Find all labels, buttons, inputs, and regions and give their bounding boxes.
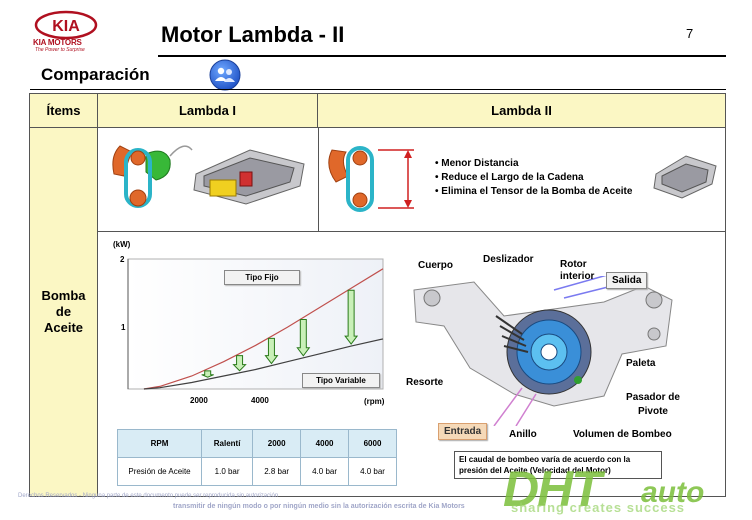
header-lambda-2: Lambda II [318, 94, 725, 128]
item-cell: Bomba de Aceite [30, 128, 98, 496]
table-cell: Presión de Aceite [117, 457, 202, 486]
benefit-item: Elimina el Tensor de la Bomba de Aceite [435, 185, 632, 199]
table-cell: RPM [117, 429, 202, 458]
header-items: Ítems [30, 94, 98, 128]
label-anillo: Anillo [509, 429, 537, 440]
people-icon [209, 59, 241, 91]
section-divider [30, 89, 726, 90]
savings-arrow [344, 289, 359, 345]
watermark-brand: auto [641, 476, 705, 509]
table-cell: 4000 [300, 429, 350, 458]
pump-note: El caudal de bombeo varía de acuerdo con… [454, 451, 662, 479]
oil-pressure-table: RPM Ralentí 2000 4000 6000 Presión de Ac… [117, 429, 397, 486]
lambda2-benefits-list: Menor Distancia Reduce el Largo de la Ca… [435, 157, 632, 199]
page-title: Motor Lambda - II [161, 22, 345, 47]
series-line-tipo-fijo [143, 268, 384, 390]
lambda1-chain-illustration [112, 145, 193, 208]
table-cell: 1.0 bar [200, 457, 254, 486]
label-deslizador: Deslizador [483, 254, 534, 265]
page-number: 7 [686, 26, 694, 41]
oil-pump-diagram [413, 276, 673, 426]
watermark-logo: DHT [503, 461, 602, 517]
engine-images-row: Menor Distancia Reduce el Largo de la Ca… [98, 128, 725, 232]
savings-arrow [264, 337, 279, 365]
label-pasador-de-pivote: Pasador de Pivote [626, 392, 680, 417]
benefit-item: Reduce el Largo de la Cadena [435, 171, 632, 185]
table-cell: Ralentí [200, 429, 254, 458]
comparison-table: Ítems Lambda I Lambda II Bomba de Aceite [29, 93, 726, 497]
kia-tagline: The Power to Surprise [35, 47, 85, 53]
label-cuerpo: Cuerpo [418, 260, 453, 271]
series-label-tipo-variable: Tipo Variable [302, 373, 380, 388]
label-entrada: Entrada [438, 423, 488, 440]
chart-x-tick: 2000 [190, 396, 208, 405]
kia-logo: KIA [34, 10, 98, 54]
benefit-item: Menor Distancia [435, 157, 632, 171]
svg-text:KIA: KIA [52, 18, 80, 35]
series-label-tipo-fijo: Tipo Fijo [224, 270, 300, 285]
chart-y-tick: 1 [121, 323, 126, 332]
footer-rights: transmitir de ningún modo o por ningún m… [173, 503, 465, 510]
lambda1-oil-pan-illustration [193, 149, 305, 205]
item-label: Bomba de Aceite [41, 288, 86, 335]
savings-arrow [296, 319, 311, 357]
savings-arrow [201, 370, 214, 378]
chart-y-axis-label: (kW) [113, 240, 131, 249]
label-paleta: Paleta [626, 358, 656, 369]
header-divider [158, 55, 726, 57]
label-volumen-de-bombeo: Volumen de Bombeo [573, 429, 672, 440]
label-resorte: Resorte [406, 377, 444, 388]
table-row: RPM Ralentí 2000 4000 6000 [117, 429, 397, 458]
lambda2-chain-illustration [328, 146, 414, 212]
savings-arrow [232, 355, 247, 372]
table-cell: 4.0 bar [348, 457, 397, 486]
table-cell: 2.8 bar [252, 457, 302, 486]
label-salida: Salida [606, 272, 648, 289]
chart-x-tick: 4000 [251, 396, 269, 405]
table-cell: 2000 [252, 429, 302, 458]
table-row: Presión de Aceite 1.0 bar 2.8 bar 4.0 ba… [117, 457, 397, 486]
table-cell: 4.0 bar [300, 457, 350, 486]
section-title: Comparación [41, 65, 150, 84]
watermark-tagline: sharing creates success [511, 500, 686, 515]
header-lambda-1: Lambda I [98, 94, 318, 128]
column-divider [318, 128, 319, 232]
footer-copyright: Derechos Reservados - Ninguna parte de e… [18, 493, 279, 499]
kia-motors-wordmark: KIA MOTORS [33, 38, 82, 47]
table-cell: 6000 [348, 429, 397, 458]
lambda2-oil-pan-illustration [653, 155, 717, 199]
series-line-tipo-variable [143, 338, 384, 390]
chart-y-tick: 2 [120, 255, 125, 264]
chart-x-axis-label: (rpm) [364, 397, 385, 406]
label-rotor-interior: Rotor interior [560, 259, 595, 282]
